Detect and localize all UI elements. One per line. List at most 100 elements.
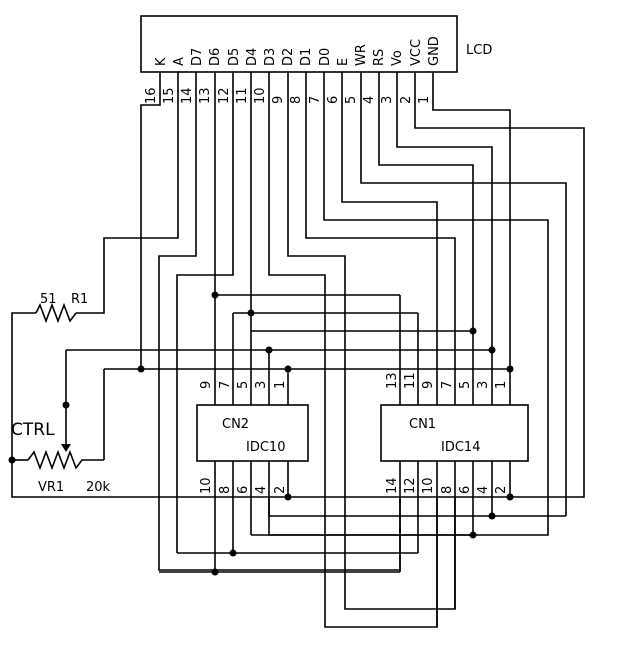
vr1-name: VR1 (38, 480, 64, 495)
lcd-pin-number-5: 5 (344, 96, 359, 104)
lcd-pin-number-14: 14 (180, 87, 195, 104)
lcd-pin-label-k: K (154, 57, 169, 66)
cn2-type: IDC10 (246, 440, 285, 455)
cn1-pin-4: 4 (476, 486, 491, 494)
cn2-pin-9: 9 (199, 381, 214, 389)
junction-dot (8, 456, 16, 464)
lcd-pin-numbers: 16 15 14 13 12 11 10 9 8 7 6 5 4 3 2 1 (144, 87, 432, 104)
wire-lcd4 (378, 72, 474, 331)
cn2-pin-6: 6 (236, 486, 251, 494)
vr1-ctrl-label: CTRL (11, 420, 55, 440)
lcd-pin-number-4: 4 (362, 96, 377, 104)
lcd-pin-number-11: 11 (235, 87, 250, 104)
vr1-zigzag (27, 449, 104, 471)
lcd-pin-label-d0: D0 (318, 48, 333, 66)
lcd-pin-label-d1: D1 (299, 48, 314, 66)
wire-lcd9 (287, 72, 456, 610)
cn1-pin-9: 9 (421, 381, 436, 389)
lcd-pin-number-2: 2 (399, 96, 414, 104)
vr1-wiper-arrow-icon (61, 444, 71, 452)
cn2-connector (196, 404, 309, 462)
cn1-pin-6: 6 (458, 486, 473, 494)
junction-dot (62, 401, 70, 409)
lcd-pin-number-12: 12 (217, 87, 232, 104)
lcd-pin-label-vo: Vo (390, 50, 405, 66)
junction-dot (137, 365, 145, 373)
wire-lcd3 (396, 72, 493, 350)
cn1-pin-2: 2 (494, 486, 509, 494)
cn1-label: CN1 (409, 417, 436, 432)
junction-dot (284, 493, 292, 501)
lcd-pin-label-wr: WR (354, 44, 369, 66)
r1-name: R1 (71, 292, 88, 307)
cn1-pin-8: 8 (440, 486, 455, 494)
cn2-pin-8: 8 (218, 486, 233, 494)
lcd-pin-number-8: 8 (289, 96, 304, 104)
cn1-pin-14: 14 (385, 477, 400, 494)
lcd-pin-label-d3: D3 (263, 48, 278, 66)
cn2-pin-1: 1 (273, 381, 288, 389)
wire-lcd6 (341, 72, 438, 369)
vr1-potentiometer: CTRL VR1 20k (11, 420, 111, 495)
junction-dot (247, 309, 255, 317)
cn1-pin-1: 1 (494, 381, 509, 389)
lcd-pin-label-a: A (172, 57, 187, 66)
lcd-pin-number-16: 16 (144, 87, 159, 104)
lcd-pin-number-9: 9 (271, 96, 286, 104)
cn1-pin-11: 11 (403, 372, 418, 389)
cn2-pin-10: 10 (199, 477, 214, 494)
cn2-pin-numbers: 9 7 5 3 1 10 8 6 4 2 (199, 381, 288, 494)
junction-dot (469, 327, 477, 335)
cn1-pin-10: 10 (421, 477, 436, 494)
junction-dot (211, 291, 219, 299)
cn1-pin-12: 12 (403, 477, 418, 494)
lcd-pin-label-gnd: GND (427, 36, 442, 66)
r1-resistor: 51 R1 (35, 292, 88, 324)
cn1-pin-numbers: 13 11 9 7 5 3 1 14 12 10 8 6 4 2 (385, 372, 509, 494)
lcd-pin-label-d2: D2 (281, 48, 296, 66)
cn1-pin-3: 3 (476, 381, 491, 389)
lcd-pin-number-1: 1 (417, 96, 432, 104)
wire-lcd2 (11, 72, 585, 498)
wire-lcd5 (360, 72, 567, 516)
wire-lcd12 (176, 72, 234, 553)
cn2-pin-7: 7 (218, 381, 233, 389)
r1-zigzag (35, 302, 77, 324)
cn1-pin-5: 5 (458, 381, 473, 389)
lcd-pin-label-d5: D5 (227, 48, 242, 66)
junction-dot (229, 549, 237, 557)
wires (11, 72, 585, 628)
junctions (8, 291, 514, 576)
junction-dot (211, 568, 219, 576)
lcd-module (140, 15, 458, 73)
junction-dot (488, 512, 496, 520)
junction-dot (469, 531, 477, 539)
lcd-pin-number-13: 13 (198, 87, 213, 104)
vr1-value: 20k (86, 480, 111, 495)
cn1-pin-7: 7 (440, 381, 455, 389)
wire-lcd1 (432, 72, 511, 369)
junction-dot (506, 365, 514, 373)
cn1-type: IDC14 (441, 440, 480, 455)
wire-lcd16 (140, 72, 161, 369)
cn2-pin-5: 5 (236, 381, 251, 389)
wire-lcd8 (305, 72, 456, 369)
lcd-pin-number-10: 10 (253, 87, 268, 104)
wire-cn2-4 (268, 461, 566, 517)
r1-value: 51 (40, 292, 57, 307)
cn2-pin-2: 2 (273, 486, 288, 494)
cn1-connector (380, 404, 529, 462)
junction-dot (506, 493, 514, 501)
lcd-pin-number-7: 7 (308, 96, 323, 104)
wire-lcd14 (158, 72, 401, 571)
lcd-pin-label-vcc: VCC (409, 39, 424, 66)
lcd-pin-number-15: 15 (162, 87, 177, 104)
lcd-pin-labels: K A D7 D6 D5 D4 D3 D2 D1 D0 E WR RS Vo V… (154, 36, 442, 66)
lcd-pin-number-3: 3 (380, 96, 395, 104)
cn2-label: CN2 (222, 417, 249, 432)
cn2-pin-4: 4 (254, 486, 269, 494)
lcd-pin-number-6: 6 (326, 96, 341, 104)
lcd-pin-label-d4: D4 (245, 48, 260, 66)
junction-dot (284, 365, 292, 373)
